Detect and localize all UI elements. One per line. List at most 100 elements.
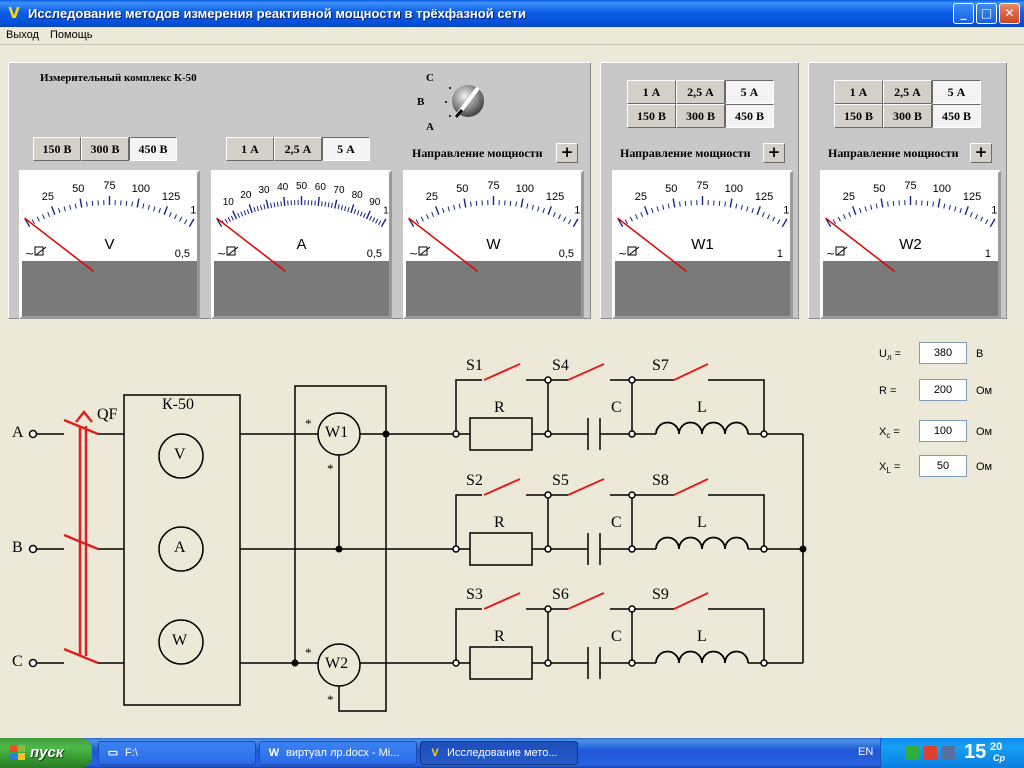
meter-tick	[36, 216, 40, 222]
param-input[interactable]	[919, 420, 967, 442]
meter-tick	[188, 218, 195, 228]
meter-tick	[463, 198, 467, 208]
app-icon: V	[431, 747, 439, 759]
taskbar-item-app[interactable]: V Исследование мето...	[420, 741, 578, 765]
w2-direction-button[interactable]: +	[970, 143, 992, 163]
w2-range-5a-button[interactable]: 5 А	[932, 80, 981, 104]
language-indicator[interactable]: EN	[858, 746, 874, 758]
range-1a-button[interactable]: 1 А	[226, 137, 274, 161]
meter-tick	[777, 219, 781, 225]
meter-needle	[216, 217, 286, 272]
range-450v-button[interactable]: 450 В	[129, 137, 177, 161]
meter-tick	[617, 218, 624, 228]
meter-tick	[243, 210, 247, 216]
wattmeter: 0255075100125150W0,5~	[403, 170, 584, 319]
taskbar-item-explorer[interactable]: ▭ F:\	[98, 741, 256, 765]
meter-tick	[31, 219, 35, 225]
w1-range-450v-button[interactable]: 450 В	[725, 104, 774, 128]
w1-direction-button[interactable]: +	[763, 143, 785, 163]
range-2-5a-button[interactable]: 2,5 А	[274, 137, 322, 161]
w1-range-150v-button[interactable]: 150 В	[627, 104, 676, 128]
meter-tick-label: 50	[72, 183, 84, 195]
menu-bar: Выход Помощь	[0, 27, 1024, 45]
meter-tick	[634, 214, 638, 220]
meter-tick	[875, 203, 878, 209]
meter-tick	[69, 204, 72, 210]
w2-range-450v-button[interactable]: 450 В	[932, 104, 981, 128]
breaker-qf	[63, 409, 99, 665]
w2-range-150v-button[interactable]: 150 В	[834, 104, 883, 128]
menu-exit[interactable]: Выход	[6, 29, 39, 41]
meter-tick	[147, 204, 150, 210]
volume-icon[interactable]	[941, 746, 955, 760]
menu-help[interactable]: Помощь	[50, 29, 93, 41]
meter-tick-label: 25	[42, 191, 54, 203]
start-button[interactable]: пуск	[0, 738, 92, 768]
meter-tick	[280, 201, 282, 207]
meter-tick	[353, 209, 357, 215]
meter-tick	[442, 208, 445, 214]
meter-tick	[842, 214, 846, 220]
meter-tick	[179, 216, 183, 222]
taskbar-item-label: F:\	[125, 747, 138, 759]
meter-tick	[735, 203, 738, 209]
meter-tick	[672, 198, 676, 208]
range-5a-button[interactable]: 5 А	[322, 137, 370, 161]
w2-range-1a-button[interactable]: 1 А	[834, 80, 883, 104]
meter-tick	[369, 215, 373, 221]
phase-knob[interactable]	[412, 72, 492, 134]
meter-tick	[453, 204, 456, 210]
meter-ac-symbol: ~	[826, 247, 835, 260]
w1-range-5a-button[interactable]: 5 А	[725, 80, 774, 104]
meter-tick-label: 75	[904, 180, 916, 192]
meter-ac-symbol: ~	[25, 247, 34, 260]
meter-tick-label: 150	[991, 204, 998, 216]
taskbar-item-label: виртуал лр.docx - Mi...	[286, 747, 400, 759]
meter-tick	[41, 214, 45, 220]
meter-tick	[340, 205, 344, 211]
meter-tick	[263, 204, 266, 210]
meter-tick	[337, 204, 340, 210]
meter-tick	[51, 206, 56, 216]
meter-tick	[679, 201, 681, 207]
w1-range-2-5a-button[interactable]: 2,5 А	[676, 80, 725, 104]
meter-ac-symbol: ~	[409, 247, 418, 260]
close-button[interactable]: ✕	[999, 3, 1020, 24]
w2-range-2-5a-button[interactable]: 2,5 А	[883, 80, 932, 104]
meter-tick	[552, 211, 556, 217]
meter-tick	[256, 206, 259, 212]
direction-button[interactable]: +	[556, 143, 578, 163]
meter-tick	[756, 206, 761, 216]
range-300v-button[interactable]: 300 В	[81, 137, 129, 161]
meter-tick-label: 150	[190, 204, 197, 216]
meter-class: 1	[777, 248, 783, 260]
param-unit: Ом	[976, 385, 993, 397]
minimize-button[interactable]: _	[953, 3, 974, 24]
window-title: Исследование методов измерения реактивно…	[28, 6, 526, 21]
maximize-button[interactable]: □	[976, 3, 997, 24]
param-input[interactable]	[919, 342, 967, 364]
antivirus-icon[interactable]	[923, 746, 937, 760]
meter-tick-label: 0	[406, 204, 407, 216]
network-icon[interactable]	[905, 746, 919, 760]
meter-tick-label: 100	[383, 205, 389, 216]
param-input[interactable]	[919, 379, 967, 401]
param-unit: В	[976, 348, 984, 360]
meter-tick	[230, 215, 234, 221]
meter-tick	[136, 198, 140, 208]
start-label: пуск	[30, 744, 64, 761]
taskbar-item-word[interactable]: W виртуал лр.docx - Mi...	[259, 741, 417, 765]
w1-range-300v-button[interactable]: 300 В	[676, 104, 725, 128]
param-input[interactable]	[919, 455, 967, 477]
w2-range-300v-button[interactable]: 300 В	[883, 104, 932, 128]
range-150v-button[interactable]: 150 В	[33, 137, 81, 161]
w1-range-1a-button[interactable]: 1 А	[627, 80, 676, 104]
meter-tick	[365, 210, 371, 220]
meter-tick	[475, 200, 478, 206]
meter-tick	[359, 211, 363, 217]
meter-tick	[174, 214, 178, 220]
meter-tick	[324, 201, 327, 207]
meter-mech-icon	[419, 246, 431, 256]
meter-tick	[563, 216, 567, 222]
meter-tick-label: 70	[333, 185, 345, 196]
